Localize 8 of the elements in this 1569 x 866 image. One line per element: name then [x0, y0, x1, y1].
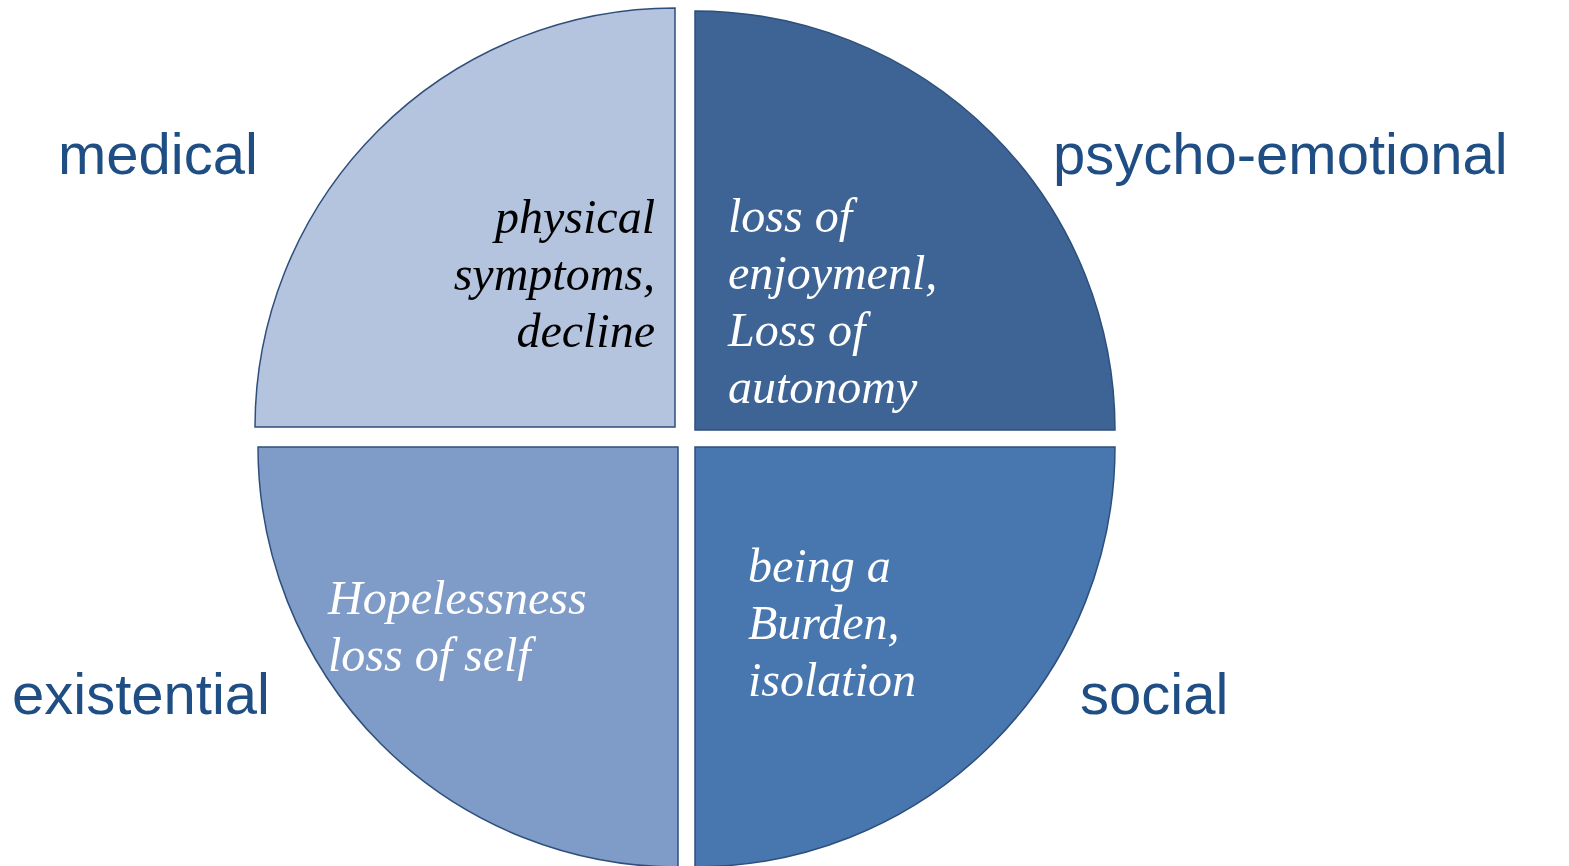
- category-label: psycho-emotional: [1053, 120, 1508, 187]
- category-label: existential: [12, 660, 270, 727]
- quadrant-text: being a Burden, isolation: [748, 538, 918, 708]
- category-label: medical: [58, 120, 258, 187]
- quadrant-text: loss of enjoymenl, Loss of autonomy: [728, 188, 939, 415]
- quadrant-text: Hopelessness loss of self: [328, 570, 588, 683]
- category-label: social: [1080, 660, 1229, 727]
- quadrant-text: physical symptoms, decline: [452, 189, 655, 359]
